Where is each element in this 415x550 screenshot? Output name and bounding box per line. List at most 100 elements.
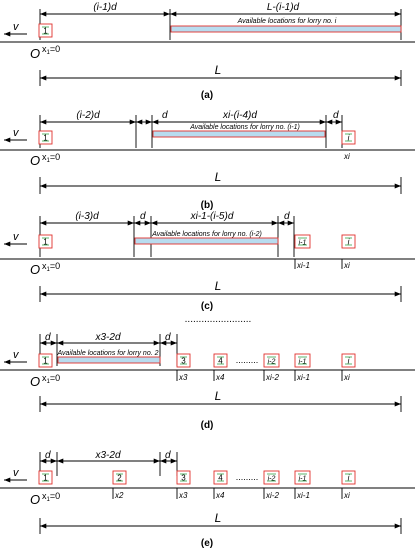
dim-label: d xyxy=(333,110,339,121)
lorry-box-i: i xyxy=(341,130,356,145)
L-label: L xyxy=(215,511,222,525)
dim-label: d xyxy=(284,211,290,222)
lorry-box-i-1: i-1 xyxy=(294,353,311,368)
gap-dots: ......... xyxy=(236,355,259,365)
panel-b: (i-2)d d xi-(i-4)d d Available locations… xyxy=(0,110,415,211)
velocity-label: v xyxy=(13,127,20,139)
panel-c: (i-3)d d xi-1-(i-5)d d Available locatio… xyxy=(0,211,415,312)
x1-label: x1=0 xyxy=(42,261,60,273)
dim-label: xi-(i-4)d xyxy=(222,110,257,121)
lorry-label: 1 xyxy=(43,134,48,143)
lorry-box-1: 1 xyxy=(38,23,53,38)
lorry-label: 3 xyxy=(181,474,186,483)
panel-e: d x3-2d d 1 2 3 4 ......... i-2 xyxy=(0,450,415,549)
x-position-label: x4 xyxy=(215,491,225,500)
dim-label: d xyxy=(140,211,146,222)
lorry-label: 4 xyxy=(218,474,223,483)
panel-a: (i-1)d L-(i-1)d Available locations for … xyxy=(0,2,415,101)
L-label: L xyxy=(215,389,222,403)
origin-label: O xyxy=(30,153,40,168)
lorry-label: 1 xyxy=(43,357,48,366)
available-locations-bar xyxy=(134,237,279,245)
x-position-label: xi-2 xyxy=(265,373,279,382)
origin-label: O xyxy=(30,374,40,389)
dim-label: (i-3)d xyxy=(75,211,99,222)
lorry-box-3: 3 xyxy=(176,353,191,368)
x-position-label: x3 xyxy=(178,491,188,500)
available-locations-bar xyxy=(152,130,326,138)
x-position-label: xi-1 xyxy=(296,491,310,500)
lorry-label: 1 xyxy=(43,474,48,483)
lorry-box-i: i xyxy=(341,234,356,249)
gap-dots: ......... xyxy=(236,472,259,482)
velocity-label: v xyxy=(13,349,20,361)
origin-label: O xyxy=(30,46,40,61)
dim-label: d xyxy=(165,450,171,461)
dim-label: d xyxy=(165,332,171,343)
available-locations-label: Available locations for lorry no. i xyxy=(237,18,337,25)
dim-label: d xyxy=(45,450,51,461)
x-position-label: xi-1 xyxy=(296,261,310,270)
available-locations-bar xyxy=(57,356,161,364)
lorry-box-1: 1 xyxy=(38,234,53,249)
L-label: L xyxy=(215,170,222,184)
lorry-label: i-1 xyxy=(299,359,307,366)
x-position-label: xi-1 xyxy=(296,373,310,382)
panel-caption: (a) xyxy=(201,90,213,101)
x-position-label: xi-2 xyxy=(265,491,279,500)
lorry-box-i-2: i-2 xyxy=(263,353,280,368)
lorry-box-1: 1 xyxy=(38,470,53,485)
L-label: L xyxy=(215,279,222,293)
lorry-label: 3 xyxy=(181,357,186,366)
x-position-label: xi xyxy=(343,261,350,270)
lorry-label: i xyxy=(348,134,350,143)
lorry-box-i-2: i-2 xyxy=(263,470,280,485)
x-position-label: x2 xyxy=(114,491,124,500)
x-position-label: xi xyxy=(343,491,350,500)
lorry-box-i-1: i-1 xyxy=(294,234,311,249)
lorry-label: i-2 xyxy=(268,476,276,483)
lorry-label: 2 xyxy=(117,474,122,483)
x-position-label: x4 xyxy=(215,373,225,382)
lorry-box-i-1: i-1 xyxy=(294,470,311,485)
available-locations-label: Available locations for lorry no. (i-1) xyxy=(189,124,300,131)
origin-label: O xyxy=(30,492,40,507)
dim-label: (i-2)d xyxy=(76,110,100,121)
x1-label: x1=0 xyxy=(42,44,60,56)
panel-caption: (e) xyxy=(201,538,213,549)
dim-label: d xyxy=(45,332,51,343)
lorry-label: i-1 xyxy=(299,476,307,483)
lorry-box-1: 1 xyxy=(38,353,53,368)
lorry-box-i: i xyxy=(341,353,356,368)
x-position-label: x3 xyxy=(178,373,188,382)
lorry-label: i-2 xyxy=(268,359,276,366)
x1-label: x1=0 xyxy=(42,152,60,164)
lorry-box-4: 4 xyxy=(213,470,228,485)
x-position-label: xi xyxy=(343,373,350,382)
panel-caption: (c) xyxy=(201,301,213,312)
lorry-box-i: i xyxy=(341,470,356,485)
lorry-label: i xyxy=(348,357,350,366)
x1-label: x1=0 xyxy=(42,491,60,503)
available-locations-bar xyxy=(170,25,402,33)
lorry-label: 1 xyxy=(43,27,48,36)
lorry-box-3: 3 xyxy=(176,470,191,485)
lorry-label: 4 xyxy=(218,357,223,366)
L-label: L xyxy=(215,63,222,77)
dim-label: xi-1-(i-5)d xyxy=(190,211,234,222)
origin-label: O xyxy=(30,262,40,277)
panel-caption: (d) xyxy=(201,420,214,431)
dim-label: d xyxy=(162,110,168,121)
lorry-box-4: 4 xyxy=(213,353,228,368)
lorry-label: 1 xyxy=(43,238,48,247)
continuation-dots: ........................ xyxy=(185,314,252,325)
dim-label: x3-2d xyxy=(94,450,120,461)
lorry-label: i-1 xyxy=(299,240,307,247)
velocity-label: v xyxy=(13,467,20,479)
x1-label: x1=0 xyxy=(42,373,60,385)
lorry-label: i xyxy=(348,474,350,483)
dim-label: L-(i-1)d xyxy=(267,2,300,13)
available-locations-label: Available locations for lorry no. 2 xyxy=(56,350,158,357)
x-position-label: xi xyxy=(343,152,350,161)
